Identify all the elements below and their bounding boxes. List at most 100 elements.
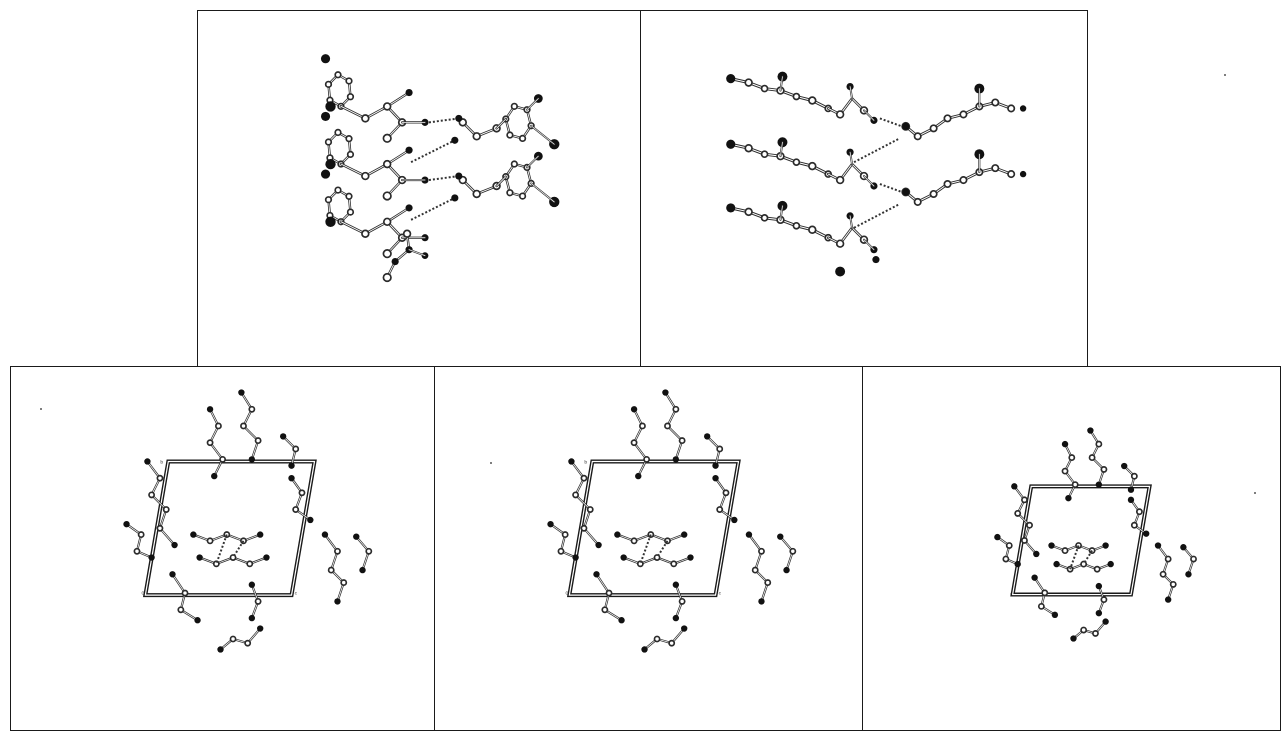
bond-highlight (151, 494, 167, 510)
carbon-atom (382, 102, 392, 111)
bond-highlight (526, 98, 539, 111)
carbon-atom (518, 134, 527, 143)
bond-highlight (340, 105, 366, 119)
heteroatom (1143, 530, 1150, 537)
heteroatom (211, 472, 218, 480)
carbon-atom (991, 164, 1000, 173)
heteroatom (745, 531, 753, 538)
hydrogen-bond (879, 117, 903, 128)
carbon-atom (943, 180, 952, 189)
carbon-atom (722, 489, 730, 497)
carbon-atom (808, 96, 817, 105)
heteroatom (1053, 560, 1060, 568)
heteroatom (758, 598, 765, 605)
carbon-atom (913, 197, 922, 206)
heteroatom (1127, 496, 1135, 504)
carbon-atom (668, 639, 676, 647)
heteroatom (681, 531, 688, 538)
heteroatom (279, 433, 287, 440)
heteroatom (547, 520, 554, 528)
heteroatom (405, 88, 413, 97)
heteroatom (630, 406, 638, 413)
carbon-atom (340, 579, 348, 587)
carbon-atom (1068, 454, 1076, 462)
heteroatom (288, 462, 295, 469)
carbon-atom (240, 422, 247, 430)
heteroatom (1154, 542, 1162, 549)
heteroatom (320, 169, 331, 179)
bond-highlight (530, 183, 555, 203)
carbon-atom (1061, 467, 1069, 475)
carbon-atom (506, 189, 514, 197)
carbon-atom (248, 405, 256, 413)
carbon-atom (324, 196, 333, 204)
carbon-atom (382, 249, 392, 259)
heteroatom (712, 462, 719, 469)
carbon-atom (510, 102, 518, 110)
bond-highlight (849, 86, 853, 99)
cell-axis-b-label: b (160, 459, 163, 465)
carbon-atom (382, 133, 392, 143)
heteroatom (1127, 486, 1135, 493)
carbon-atom (345, 77, 353, 85)
scan-speck (1254, 492, 1256, 494)
bottom-left-panel: 0 b c (10, 366, 436, 731)
carbon-atom (334, 186, 342, 194)
cell-axis-c-label: c (719, 592, 722, 597)
heteroatom (1014, 560, 1021, 568)
heteroatom (144, 458, 151, 465)
carbon-atom (716, 506, 724, 513)
bond-highlight (147, 461, 161, 479)
carbon-atom (670, 560, 678, 568)
molecular-stack-drawing-side (726, 71, 1027, 277)
heteroatom (618, 617, 625, 624)
carbon-atom (382, 217, 392, 227)
carbon-atom (580, 474, 588, 482)
carbon-atom (744, 144, 753, 153)
carbon-atom (382, 159, 392, 169)
carbon-atom (361, 171, 370, 181)
hydrogen-bond (1069, 545, 1080, 570)
carbon-atom (334, 128, 342, 137)
heteroatom (194, 617, 201, 624)
carbon-atom (586, 506, 594, 513)
carbon-atom (653, 554, 661, 561)
heteroatom (1185, 571, 1192, 578)
carbon-atom (254, 597, 262, 605)
heteroatom (614, 531, 621, 538)
unit-cell-inner-line (1011, 485, 1151, 596)
carbon-atom (760, 214, 769, 222)
heteroatom (190, 531, 197, 538)
heteroatom (405, 204, 413, 212)
heteroatom (572, 554, 579, 561)
bond-highlight (159, 527, 175, 546)
carbon-atom (760, 150, 769, 159)
carbon-atom (206, 439, 214, 447)
carbon-atom (1169, 580, 1177, 588)
carbon-atom (1095, 440, 1103, 448)
heteroatom (321, 531, 329, 538)
carbon-atom (835, 110, 845, 119)
carbon-atom (510, 160, 518, 168)
heteroatom (263, 554, 270, 561)
heteroatom (1065, 494, 1072, 502)
bond-highlight (496, 118, 507, 129)
heteroatom (1095, 481, 1103, 488)
heteroatom (635, 472, 642, 480)
heteroatom (334, 598, 341, 605)
heteroatom (325, 216, 336, 227)
unit-cell-inner-line (144, 460, 316, 596)
carbon-atom (808, 161, 817, 171)
heteroatom (257, 625, 264, 632)
carbon-atom (672, 405, 680, 413)
carbon-atom (1080, 626, 1088, 634)
carbon-atom (1066, 565, 1074, 573)
carbon-atom (334, 547, 341, 555)
heteroatom (451, 136, 459, 144)
carbon-atom (991, 98, 1000, 107)
carbon-atom (334, 71, 342, 79)
carbon-atom (244, 639, 252, 647)
bond-highlight (863, 175, 875, 187)
carbon-atom (959, 110, 968, 119)
heteroatom (359, 566, 366, 574)
